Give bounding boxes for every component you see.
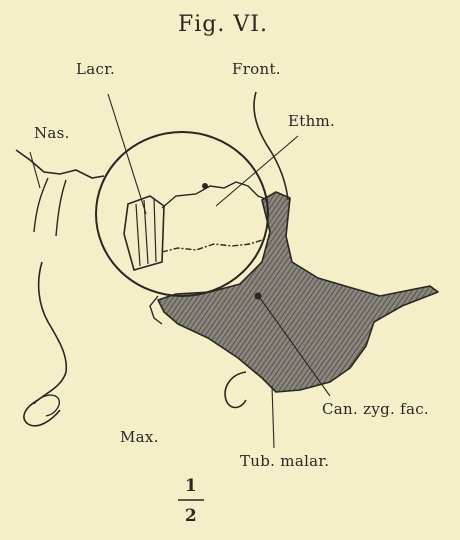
maxilla-outline [24, 262, 66, 426]
orbit-outline [96, 132, 268, 296]
ethmoid-lower-suture [162, 240, 262, 252]
label-max: Max. [120, 428, 159, 446]
label-ethm: Ethm. [288, 112, 335, 130]
ethmoid-foramen [202, 183, 208, 189]
scale-denominator: 2 [181, 506, 201, 526]
zygomaticofacial-foramen [255, 293, 262, 300]
malar-bone-shaded [158, 192, 438, 392]
zygomatic-tubercle [225, 372, 246, 408]
label-front: Front. [232, 60, 281, 78]
leader-nas [30, 152, 40, 188]
nasal-suture-line [16, 150, 104, 178]
leader-lacr [108, 94, 146, 214]
frontal-suture-line [254, 92, 288, 200]
scale-numerator: 1 [181, 476, 201, 496]
label-can-zyg-fac: Can. zyg. fac. [322, 400, 429, 418]
nasal-bone-edge [34, 178, 66, 236]
label-nas: Nas. [34, 124, 70, 142]
maxilla-inner-curve [34, 395, 59, 416]
leader-tub-malar [272, 386, 274, 448]
label-tub-malar: Tub. malar. [240, 452, 329, 470]
label-lacr: Lacr. [76, 60, 115, 78]
figure-title: Fig. VI. [178, 12, 268, 37]
ethmoid-upper-suture [162, 182, 268, 208]
